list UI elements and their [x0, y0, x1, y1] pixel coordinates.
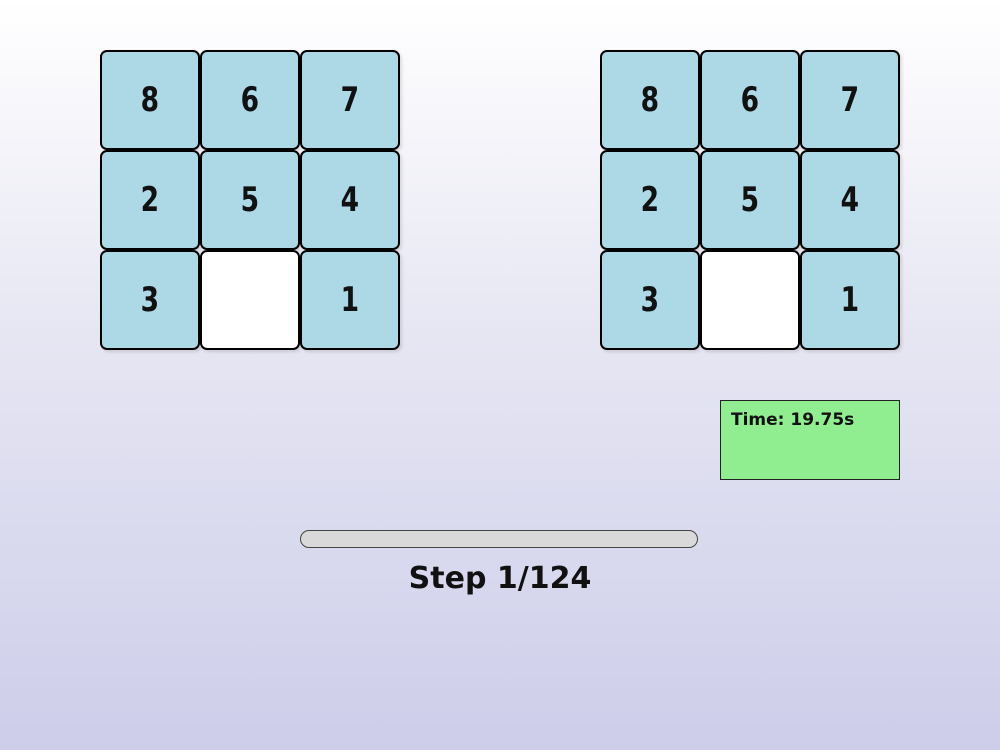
board-tile[interactable]: 3: [100, 250, 200, 350]
board-tile[interactable]: 7: [800, 50, 900, 150]
board-tile[interactable]: 7: [300, 50, 400, 150]
board-tile[interactable]: 4: [300, 150, 400, 250]
board-tile[interactable]: 2: [600, 150, 700, 250]
board-tile[interactable]: 1: [300, 250, 400, 350]
timer-text: Time: 19.75s: [731, 410, 855, 430]
tile-number: 6: [740, 80, 760, 120]
tile-number: 5: [240, 180, 260, 220]
board-tile[interactable]: 5: [700, 150, 800, 250]
board-tile[interactable]: 2: [100, 150, 200, 250]
tile-number: 4: [840, 180, 860, 220]
tile-number: 8: [640, 80, 660, 120]
left-puzzle-board: 8 6 7 2 5 4 3 1: [100, 50, 400, 350]
tile-number: 1: [340, 280, 360, 320]
board-tile[interactable]: 8: [100, 50, 200, 150]
tile-number: 6: [240, 80, 260, 120]
board-tile[interactable]: 5: [200, 150, 300, 250]
tile-number: 3: [140, 280, 160, 320]
step-counter: Step 1/124: [408, 561, 592, 596]
tile-number: 4: [340, 180, 360, 220]
board-tile[interactable]: 8: [600, 50, 700, 150]
tile-number: 1: [840, 280, 860, 320]
tile-number: 2: [140, 180, 160, 220]
right-puzzle-board: 8 6 7 2 5 4 3 1: [600, 50, 900, 350]
timer-panel: Time: 19.75s: [720, 400, 900, 480]
board-tile[interactable]: 6: [700, 50, 800, 150]
progress-bar: [300, 530, 698, 548]
tile-number: 7: [840, 80, 860, 120]
board-tile[interactable]: 3: [600, 250, 700, 350]
board-tile[interactable]: 4: [800, 150, 900, 250]
empty-tile[interactable]: [200, 250, 300, 350]
board-tile[interactable]: 1: [800, 250, 900, 350]
tile-number: 8: [140, 80, 160, 120]
tile-number: 2: [640, 180, 660, 220]
tile-number: 7: [340, 80, 360, 120]
board-tile[interactable]: 6: [200, 50, 300, 150]
tile-number: 5: [740, 180, 760, 220]
tile-number: 3: [640, 280, 660, 320]
empty-tile[interactable]: [700, 250, 800, 350]
